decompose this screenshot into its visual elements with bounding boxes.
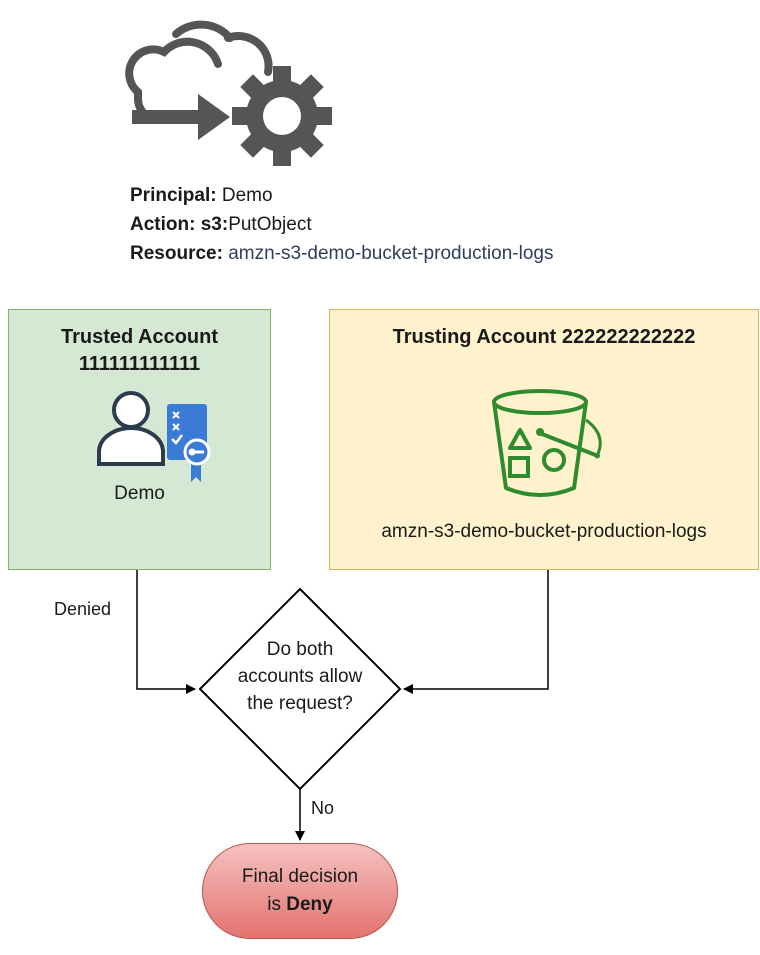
resource-label: Resource: [130,243,223,264]
principal-label: Principal: [130,185,217,206]
s3-bucket-icon [492,389,602,497]
trusting-account-title: Trusting Account 222222222222 [392,326,696,348]
trusted-account-title: Trusted Account 111111111111 [9,324,270,378]
final-line-2-prefix: is [267,894,287,915]
final-decision-value: Deny [286,894,333,915]
decision-line-3: the request? [247,693,353,714]
trusted-to-decision-connector [136,570,196,694]
trusting-resource-label: amzn-s3-demo-bucket-production-logs [381,521,707,542]
resource-value: amzn-s3-demo-bucket-production-logs [228,243,554,264]
action-label: Action: [130,214,196,235]
no-edge-label: No [311,798,335,818]
trusting-account-box: Trusting Account 222222222222 amzn-s3-de… [329,309,759,570]
trusting-to-decision-connector [403,570,549,694]
action-prefix: s3: [200,214,229,235]
trusted-account-box: Trusted Account 111111111111 Demo [8,309,271,570]
principal-line: Principal: Demo [130,180,273,211]
decision-question: Do both accounts allow the request? [205,636,395,717]
action-line: Action: s3:PutObject [130,209,312,240]
final-decision-node: Final decision is Deny [202,843,398,939]
final-line-1: Final decision [241,866,359,887]
trusted-account-id: 111111111111 [78,353,201,375]
decision-line-2: accounts allow [237,666,363,687]
resource-line: Resource: amzn-s3-demo-bucket-production… [130,238,553,269]
cloud-action-icon [125,20,332,166]
decision-line-1: Do both [266,639,334,660]
iam-user-with-policy-icon [97,391,211,482]
action-value: PutObject [228,214,312,235]
denied-edge-label: Denied [54,599,112,619]
trusted-principal-label: Demo [114,483,165,504]
final-line-2: is Deny [267,891,332,919]
principal-value: Demo [221,185,273,206]
trusted-account-name: Trusted Account [60,326,219,348]
